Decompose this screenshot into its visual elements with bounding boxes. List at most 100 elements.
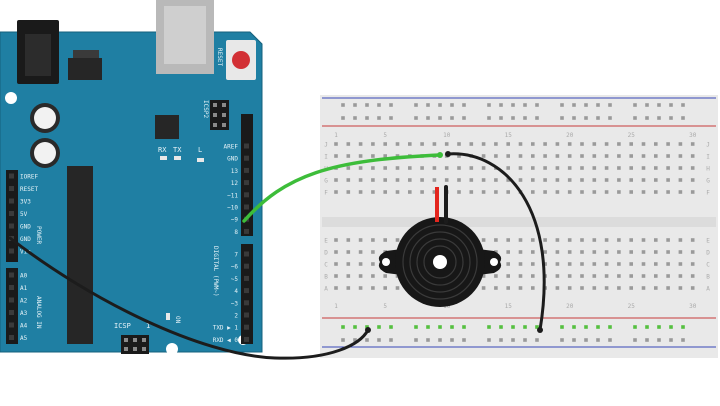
breadboard-hole — [580, 238, 584, 242]
analog-pin-label: A0 — [20, 273, 28, 280]
breadboard-hole — [383, 166, 387, 170]
breadboard-hole — [518, 178, 523, 182]
rail-hole — [608, 116, 612, 120]
row-letter: D — [324, 250, 328, 257]
rail-hole — [426, 338, 430, 342]
breadboard-hole — [567, 178, 572, 182]
breadboard-hole — [481, 142, 486, 146]
breadboard-hole — [567, 190, 572, 194]
rail-hole — [462, 116, 466, 120]
row-letter: C — [706, 262, 710, 269]
rail-hole — [535, 103, 539, 107]
breadboard-hole — [604, 250, 609, 254]
row-letter: D — [706, 250, 710, 257]
breadboard-hole — [654, 154, 658, 158]
breadboard-hole — [678, 142, 683, 146]
breadboard-hole — [617, 238, 621, 242]
breadboard-hole — [567, 166, 572, 170]
breadboard-hole — [555, 286, 560, 290]
breadboard-hole — [469, 178, 474, 182]
breadboard-hole — [604, 286, 609, 290]
rail-hole — [596, 116, 600, 120]
digital-pin-label: RXD ◀ 0 — [213, 337, 239, 344]
digital-header-bottom — [241, 244, 253, 344]
rail-hole — [341, 103, 345, 107]
breadboard-hole — [604, 154, 609, 158]
breadboard-hole — [481, 238, 486, 242]
breadboard-hole — [592, 274, 597, 278]
breadboard-hole — [555, 166, 560, 170]
digital-pin — [244, 300, 249, 306]
digital-pin — [244, 228, 249, 234]
breadboard-hole — [604, 238, 609, 242]
breadboard-hole — [543, 166, 547, 170]
breadboard-hole — [666, 178, 670, 182]
column-number: 10 — [443, 132, 451, 139]
rail-hole — [426, 325, 430, 329]
mounting-hole — [5, 92, 17, 104]
rail-hole — [560, 325, 564, 329]
breadboard-hole — [580, 166, 584, 170]
icsp-pin1-label: 1 — [146, 322, 150, 330]
breadboard-hole — [432, 166, 437, 170]
row-letter: J — [324, 142, 328, 149]
breadboard-hole — [543, 154, 547, 158]
rail-hole — [389, 338, 393, 342]
buzzer-ring — [423, 245, 457, 279]
rail-hole — [377, 103, 381, 107]
digital-pin-label: 4 — [234, 288, 238, 295]
breadboard-hole — [334, 274, 338, 278]
rail-hole — [681, 338, 685, 342]
row-letter: G — [706, 178, 710, 185]
breadboard-hole — [641, 190, 646, 194]
rail-hole — [596, 103, 600, 107]
breadboard-hole — [641, 262, 646, 266]
breadboard-hole — [690, 166, 695, 170]
breadboard-hole — [346, 190, 351, 194]
breadboard-hole — [629, 238, 633, 242]
header-pin — [222, 113, 226, 117]
breadboard-hole — [395, 178, 400, 182]
digital-pin — [244, 263, 249, 269]
black-ground-wire-arduino — [8, 236, 370, 360]
breadboard-hole — [371, 286, 375, 290]
rail-hole — [633, 103, 637, 107]
breadboard-hole — [358, 142, 363, 146]
breadboard-hole — [580, 286, 584, 290]
rail-hole — [645, 103, 649, 107]
breadboard-hole — [371, 274, 375, 278]
rail-hole — [462, 338, 466, 342]
piezo-buzzer-icon — [378, 217, 502, 307]
breadboard-hole — [555, 238, 560, 242]
breadboard-hole — [666, 238, 670, 242]
digital-pin-label: ~5 — [231, 276, 239, 283]
breadboard-hole — [420, 166, 424, 170]
breadboard-hole — [494, 142, 498, 146]
breadboard-hole — [457, 154, 461, 158]
breadboard-hole — [531, 274, 535, 278]
rail-hole — [511, 325, 515, 329]
breadboard-hole — [678, 190, 683, 194]
rail-hole — [341, 338, 345, 342]
wire-end — [445, 151, 451, 157]
power-pin — [9, 223, 14, 229]
rail-hole — [657, 116, 661, 120]
row-letter: E — [324, 238, 328, 245]
rail-hole — [438, 116, 442, 120]
rail-hole — [657, 103, 661, 107]
breadboard-hole — [531, 238, 535, 242]
column-number: 1 — [334, 303, 338, 310]
column-number: 25 — [628, 303, 636, 310]
breadboard-hole — [641, 238, 646, 242]
column-number: 30 — [689, 303, 697, 310]
rail-hole — [438, 325, 442, 329]
rail-hole — [633, 325, 637, 329]
analog-pin-label: A1 — [20, 285, 28, 292]
breadboard-hole — [395, 154, 400, 158]
breadboard-hole — [666, 154, 670, 158]
breadboard-hole — [395, 142, 400, 146]
breadboard-hole — [457, 190, 461, 194]
rail-hole — [669, 116, 673, 120]
breadboard-hole — [408, 178, 412, 182]
rail-hole — [499, 103, 503, 107]
